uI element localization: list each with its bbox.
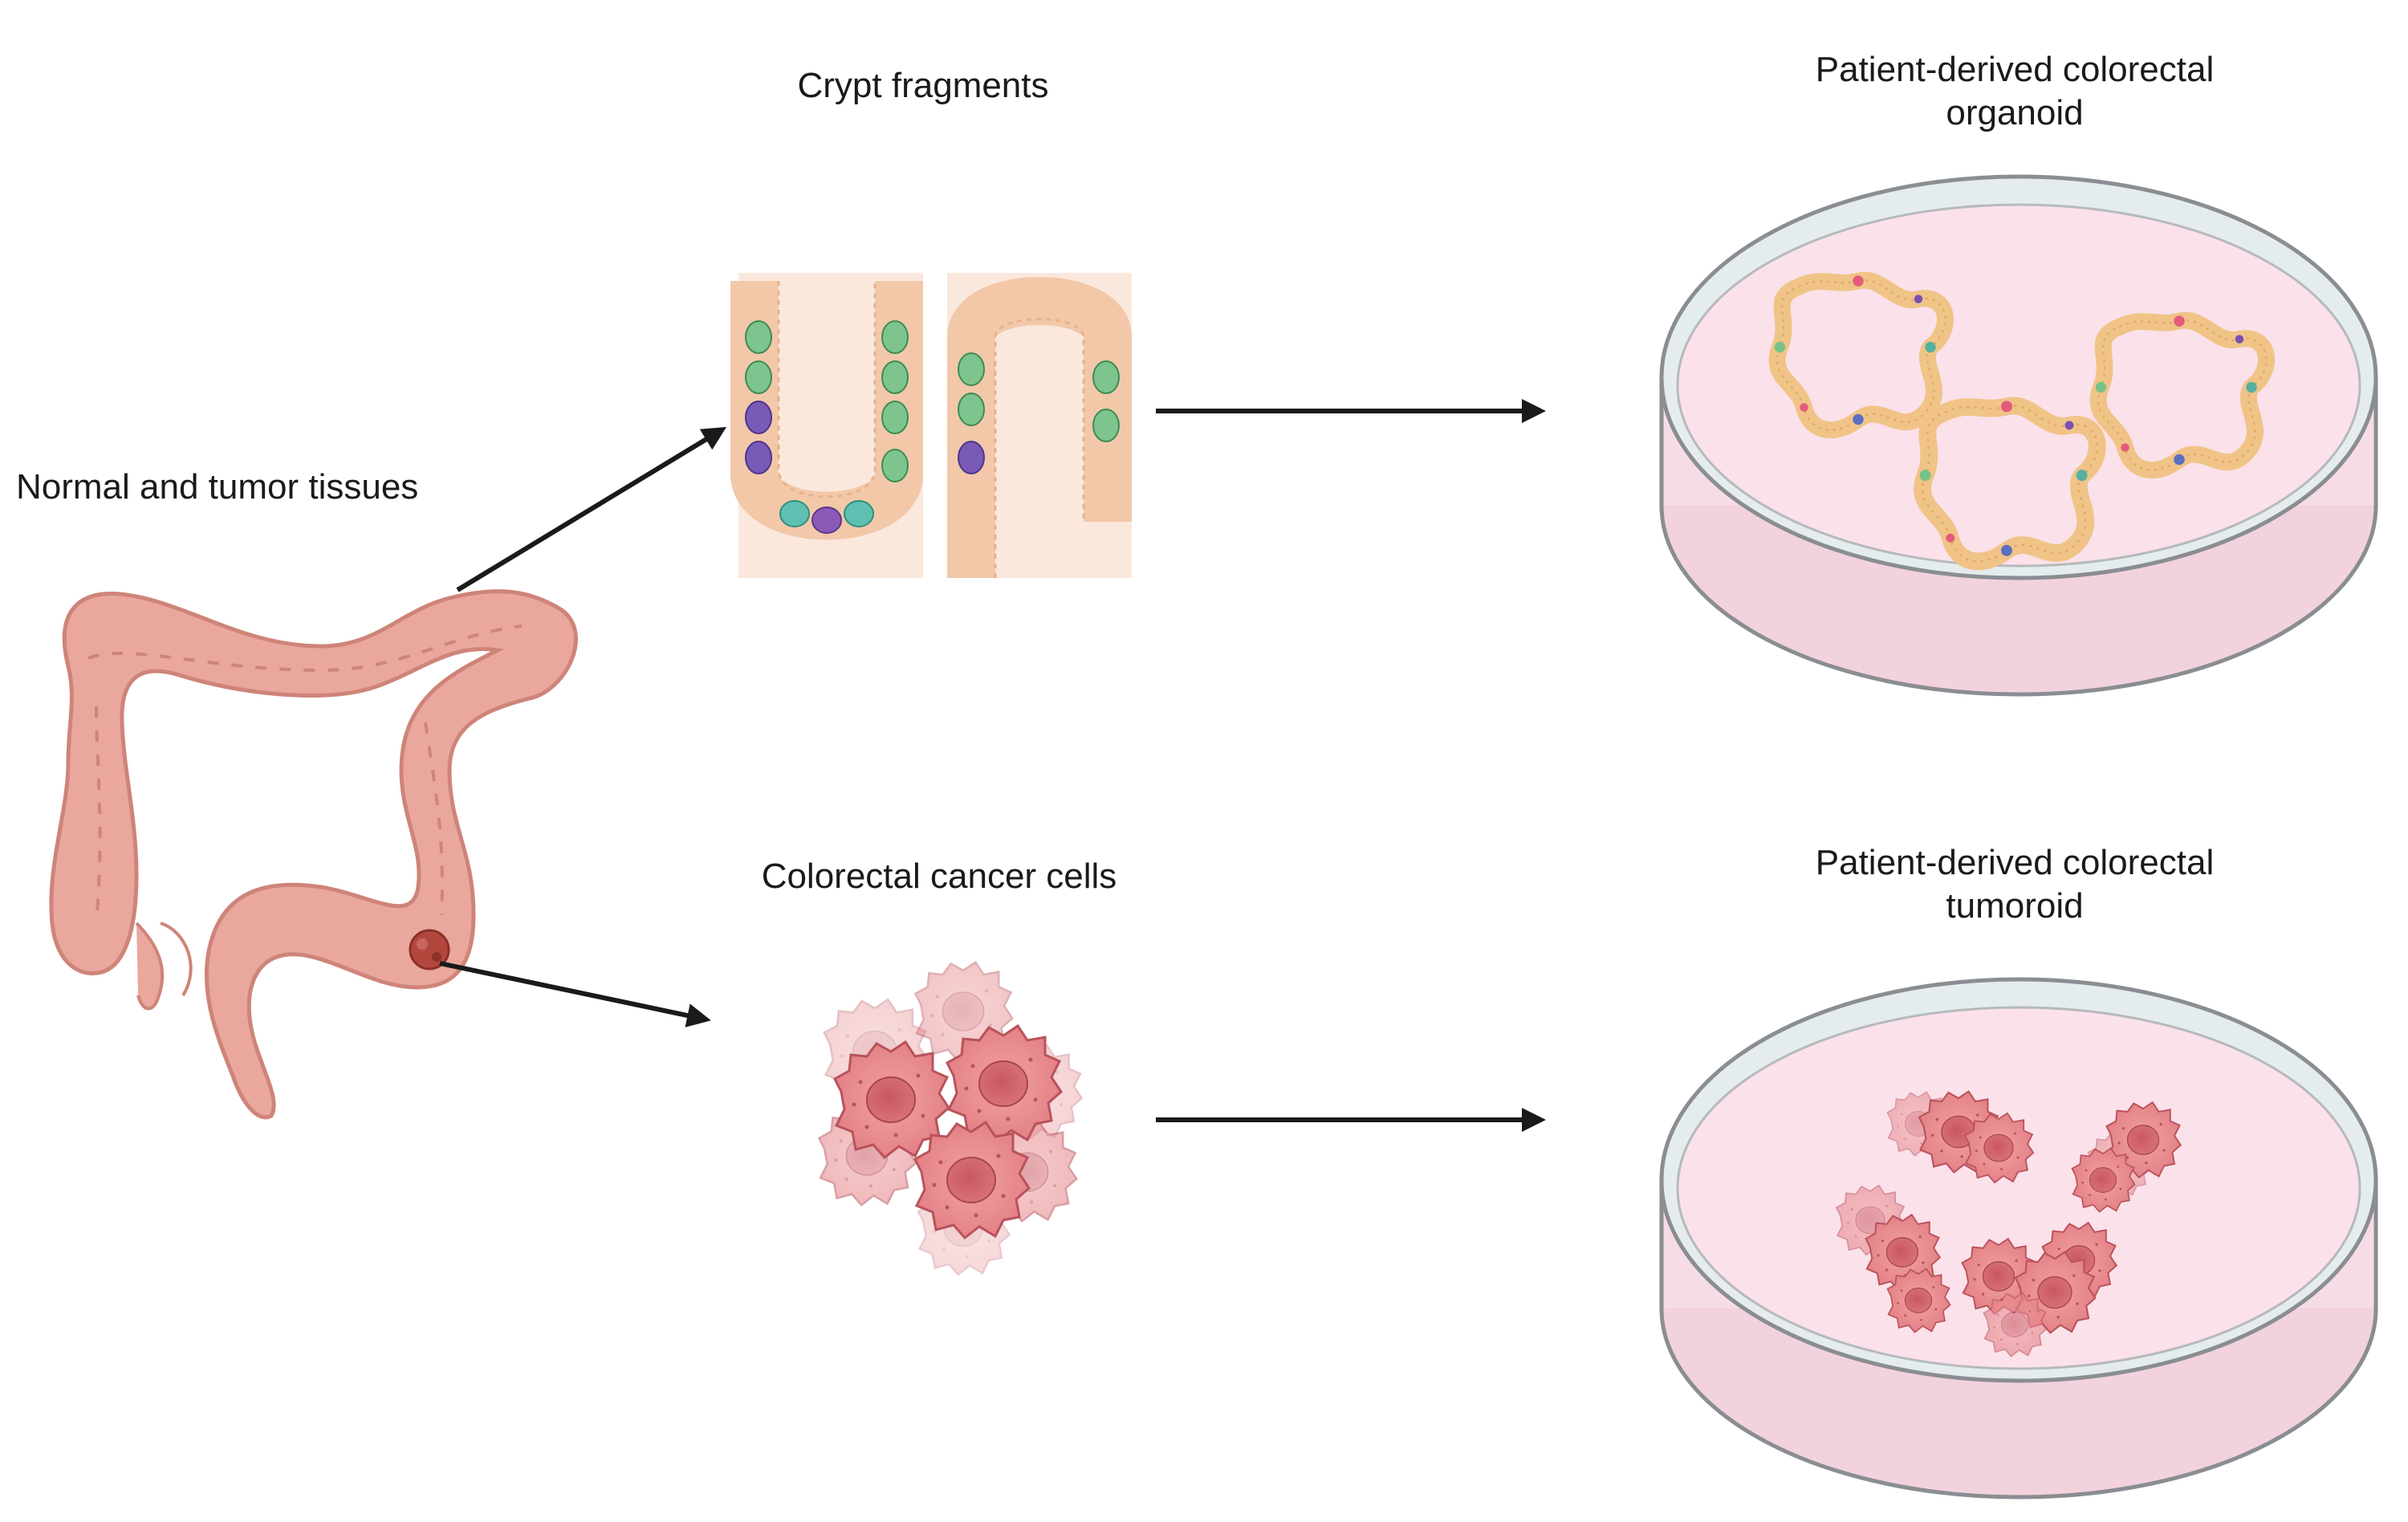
colon-illustration [49,589,578,1120]
tumor-texture [417,938,428,950]
label-colorectal-cancer-cells: Colorectal cancer cells [761,857,1117,896]
cancer-cells-illustration [818,961,1083,1276]
label-tumoroid-line2: tumoroid [1946,886,2084,926]
label-tumoroid-line1: Patient-derived colorectal [1815,843,2215,882]
arrow-tumor-to-cancer-cells [439,961,711,1028]
organoid-petri-dish [1659,174,2378,697]
label-crypt-fragments: Crypt fragments [797,66,1049,105]
label-organoid-line2: organoid [1946,93,2084,132]
label-organoid-line1: Patient-derived colorectal [1815,50,2215,89]
label-tumoroid: Patient-derived colorectal tumoroid [1750,841,2280,928]
label-organoid: Patient-derived colorectal organoid [1750,48,2280,135]
tumoroid-petri-dish [1659,977,2378,1500]
label-normal-tumor-tissues: Normal and tumor tissues [16,467,419,507]
tumor-texture [432,952,441,962]
arrow-colon-to-crypt [456,426,727,592]
crypt-fragments-illustration [730,273,1132,578]
